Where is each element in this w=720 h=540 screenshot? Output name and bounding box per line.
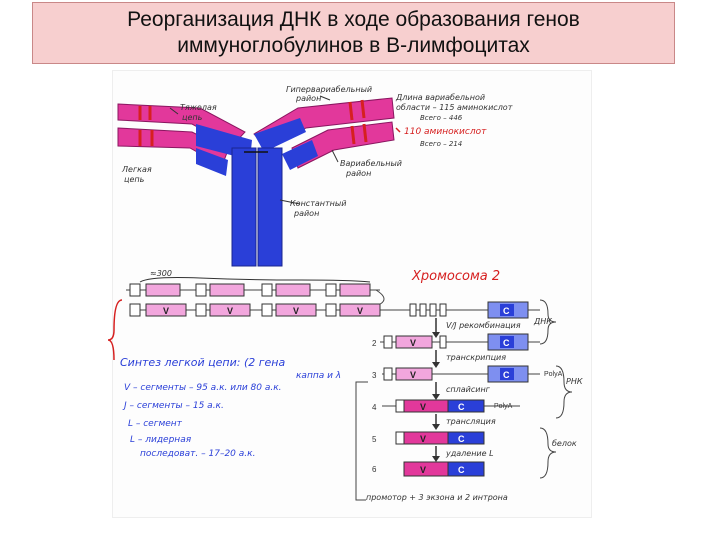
label-protein: белок [552, 439, 577, 448]
promoter-note: промотор + 3 экзона и 2 интрона [366, 493, 508, 502]
antibody-diagram: Тяжелая цепь Легкая цепь Гипервариабельн… [117, 85, 513, 267]
label-translation: трансляция [446, 417, 496, 426]
title-line-2: иммуноглобулинов в В-лимфоцитах [177, 34, 530, 57]
v-segments: V – сегменты – 95 а.к. или 80 а.к. [124, 383, 282, 393]
label-total-214: Всего – 214 [420, 140, 462, 148]
j-segments: J – сегменты – 15 а.к. [122, 401, 224, 411]
label-transcription: транскрипция [446, 353, 506, 362]
dna-row-1: V V V V C [129, 301, 540, 319]
label-hypervariable-2: район [295, 94, 321, 103]
svg-text:C: C [458, 434, 465, 444]
protein-row-6: 6 V C [372, 461, 485, 477]
svg-text:C: C [458, 465, 465, 475]
label-variable-len-1: Длина вариабельной [395, 93, 485, 102]
dna-row-2: 2 V C [372, 333, 540, 351]
step-2: 2 [372, 339, 377, 348]
left-light-constant [196, 148, 228, 176]
pointer-hypervariable [319, 95, 331, 101]
red-left-brace [107, 299, 123, 361]
pointer-constant [279, 199, 301, 205]
segment [195, 283, 207, 297]
label-dna: ДНК [533, 317, 552, 326]
segment [129, 283, 141, 297]
segment [145, 283, 181, 297]
label-variable-region: Вариабельный [340, 159, 402, 168]
svg-text:V: V [227, 306, 233, 316]
slide-title: Реорганизация ДНК в ходе образования ген… [32, 2, 675, 64]
protein-row-5: 5 V C [372, 431, 485, 445]
label-splicing: сплайсинг [446, 385, 491, 394]
label-heavy-chain-2: цепь [182, 113, 203, 122]
svg-text:V: V [420, 402, 426, 412]
segment [325, 283, 337, 297]
protein-brace [539, 427, 557, 479]
left-stem [231, 147, 257, 267]
label-variable-region-2: район [345, 169, 371, 178]
label-light-chain: Легкая [121, 165, 152, 174]
polya-2: PolyA [494, 403, 513, 410]
count-brace [139, 277, 371, 283]
synthesis-header: Синтез легкой цепи: (2 гена [120, 356, 285, 369]
svg-text:V: V [357, 306, 363, 316]
step-5: 5 [372, 435, 377, 444]
svg-text:V: V [420, 465, 426, 475]
label-len-110: 110 аминокислот [404, 127, 487, 137]
leader-2: последоват. – 17–20 а.к. [140, 449, 255, 459]
l-segment: L – сегмент [128, 419, 183, 429]
step-6: 6 [372, 465, 377, 474]
label-removal-l: удаление L [445, 449, 494, 458]
right-light-constant [282, 140, 318, 170]
label-heavy-chain: Тяжелая [180, 103, 217, 112]
svg-text:C: C [503, 370, 510, 380]
label-constant-region: Константный [290, 199, 346, 208]
germline-row [126, 283, 385, 307]
pointer-variable [331, 149, 339, 163]
segment [209, 283, 245, 297]
label-hypervariable: Гипервариабельный [286, 85, 372, 94]
synthesis-notes: Синтез легкой цепи: (2 гена каппа и λ V … [120, 356, 341, 459]
right-stem [257, 147, 283, 267]
right-heavy-constant [254, 118, 306, 152]
dna-brace [539, 299, 557, 345]
hypervariable-marks [138, 99, 368, 146]
segment [339, 283, 371, 297]
step-3: 3 [372, 371, 377, 380]
synthesis-header-2: каппа и λ [296, 371, 341, 381]
polya-1: PolyA [544, 371, 563, 378]
svg-text:V: V [410, 338, 416, 348]
title-line-1: Реорганизация ДНК в ходе образования ген… [127, 8, 580, 31]
svg-text:V: V [410, 370, 416, 380]
count-300: ≈300 [150, 269, 172, 278]
svg-text:V: V [293, 306, 299, 316]
label-constant-region-2: район [293, 209, 319, 218]
steps-bracket [355, 381, 368, 501]
step-4: 4 [372, 403, 377, 412]
label-vj: V/J рекомбинация [446, 321, 521, 330]
pointer-len-110 [395, 127, 401, 133]
segment [261, 283, 273, 297]
svg-text:C: C [503, 338, 510, 348]
v-label: V [163, 306, 169, 316]
gene-rows: ≈300 Хромосома 2 V V V [126, 269, 583, 502]
segment [275, 283, 311, 297]
right-light-chain [291, 121, 395, 169]
leader: L – лидерная [130, 435, 192, 445]
c-label: C [503, 306, 510, 316]
chromosome-label: Хромосома 2 [411, 269, 500, 284]
label-light-chain-2: цепь [124, 175, 145, 184]
label-variable-len-2: области – 115 аминокислот [396, 103, 513, 112]
label-total-446: Всего – 446 [420, 114, 463, 122]
svg-text:V: V [420, 434, 426, 444]
rna-row-4: 4 V C PolyA [372, 399, 520, 413]
pointer-heavy [169, 107, 179, 115]
rna-brace [555, 365, 573, 419]
rna-row-3: 3 V C PolyA [372, 365, 563, 383]
label-rna: РНК [566, 377, 583, 386]
svg-text:C: C [458, 402, 465, 412]
